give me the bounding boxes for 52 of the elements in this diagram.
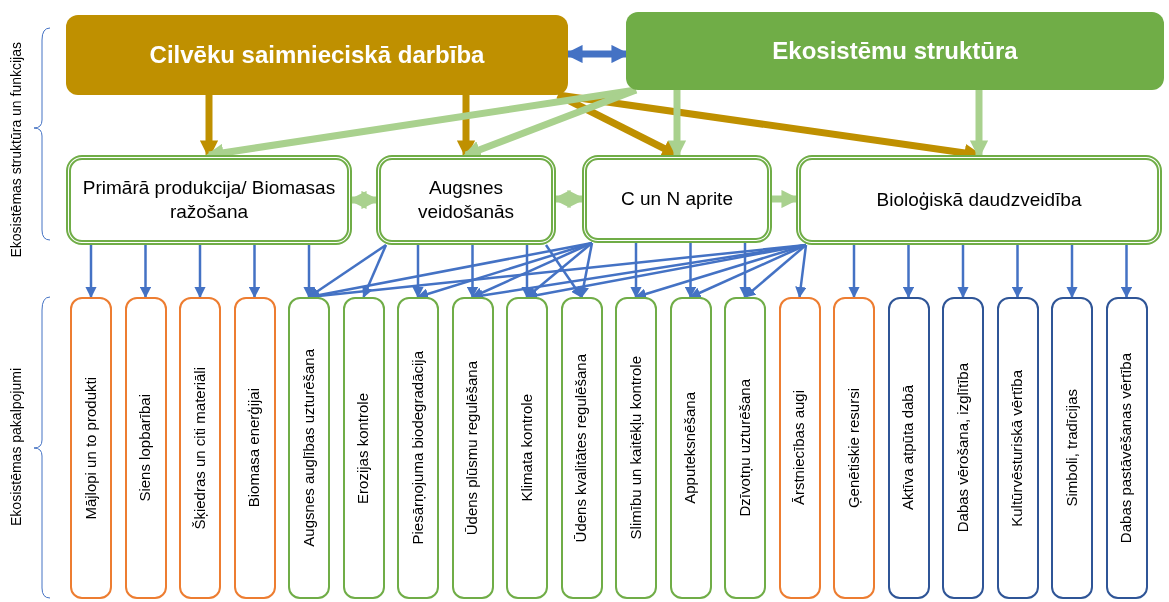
arrow [416, 241, 593, 300]
service-box: Simboli, tradīcijas [1051, 297, 1093, 599]
side-label: Ekosistēmas pakalpojumi [6, 368, 25, 526]
arrow [684, 243, 697, 299]
function-box: Augsnes veidošanās [376, 155, 556, 245]
service-box: Erozijas kontrole [342, 297, 385, 599]
service-box: Ārstniecības augi [778, 297, 821, 599]
service-box: Siens lopbarībai [124, 297, 167, 599]
arrow [194, 245, 206, 299]
service-box: Klimata kontrole [506, 297, 548, 599]
service-box: Dzīvotņu uzturēšana [724, 297, 766, 599]
header-box: Cilvēku saimnieciskā darbība [66, 15, 568, 95]
service-box: Ūdens kvalitātes regulēšana [560, 297, 603, 599]
service-box: Šķiedras un citi materiāli [179, 297, 221, 599]
arrow [139, 245, 152, 299]
arrow [303, 245, 315, 299]
arrow [744, 244, 807, 298]
service-box: Dabas pastāvēšanas vērtība [1105, 297, 1148, 599]
arrow [1066, 245, 1078, 299]
side-label: Ekosistēmas struktūra un funkcijas [6, 42, 25, 258]
arrow [1120, 245, 1133, 299]
service-box: Mājlopi un to produkti [70, 297, 112, 599]
arrow [526, 242, 593, 298]
arrow [577, 242, 594, 299]
arrow [466, 245, 479, 299]
arrow [848, 245, 860, 299]
service-box: Kultūrvēsturiskā vērtība [996, 297, 1039, 599]
arrow [630, 243, 642, 299]
arrow [544, 244, 583, 298]
arrow [795, 244, 808, 299]
function-box: Primārā produkcija/ Biomasas ražošana [66, 155, 352, 245]
arrow [1011, 245, 1024, 299]
service-box: Dabas vērošana, izglītība [942, 297, 984, 599]
arrow [412, 245, 424, 299]
service-box: Piesārņojuma biodegradācija [397, 297, 439, 599]
arrow [521, 245, 533, 299]
header-box: Ekosistēmu struktūra [626, 12, 1164, 90]
arrow [248, 245, 261, 299]
service-box: Apputeksnēšana [669, 297, 712, 599]
arrow [85, 245, 97, 299]
service-box: Slimību un kaitēkļu kontrole [615, 297, 657, 599]
function-box: C un N aprite [582, 155, 772, 243]
function-box: Bioloģiskā daudzveidība [796, 155, 1162, 245]
service-box: Ģenētiskie resursi [833, 297, 875, 599]
service-box: Biomasa enerģijai [233, 297, 276, 599]
service-box: Ūdens plūsmu regulēšana [451, 297, 494, 599]
arrow [902, 245, 915, 299]
arrow [362, 244, 388, 299]
arrow [739, 243, 751, 299]
arrow [957, 245, 969, 299]
service-box: Augsnes auglības uzturēšana [288, 297, 330, 599]
service-box: Aktīva atpūta dabā [887, 297, 930, 599]
